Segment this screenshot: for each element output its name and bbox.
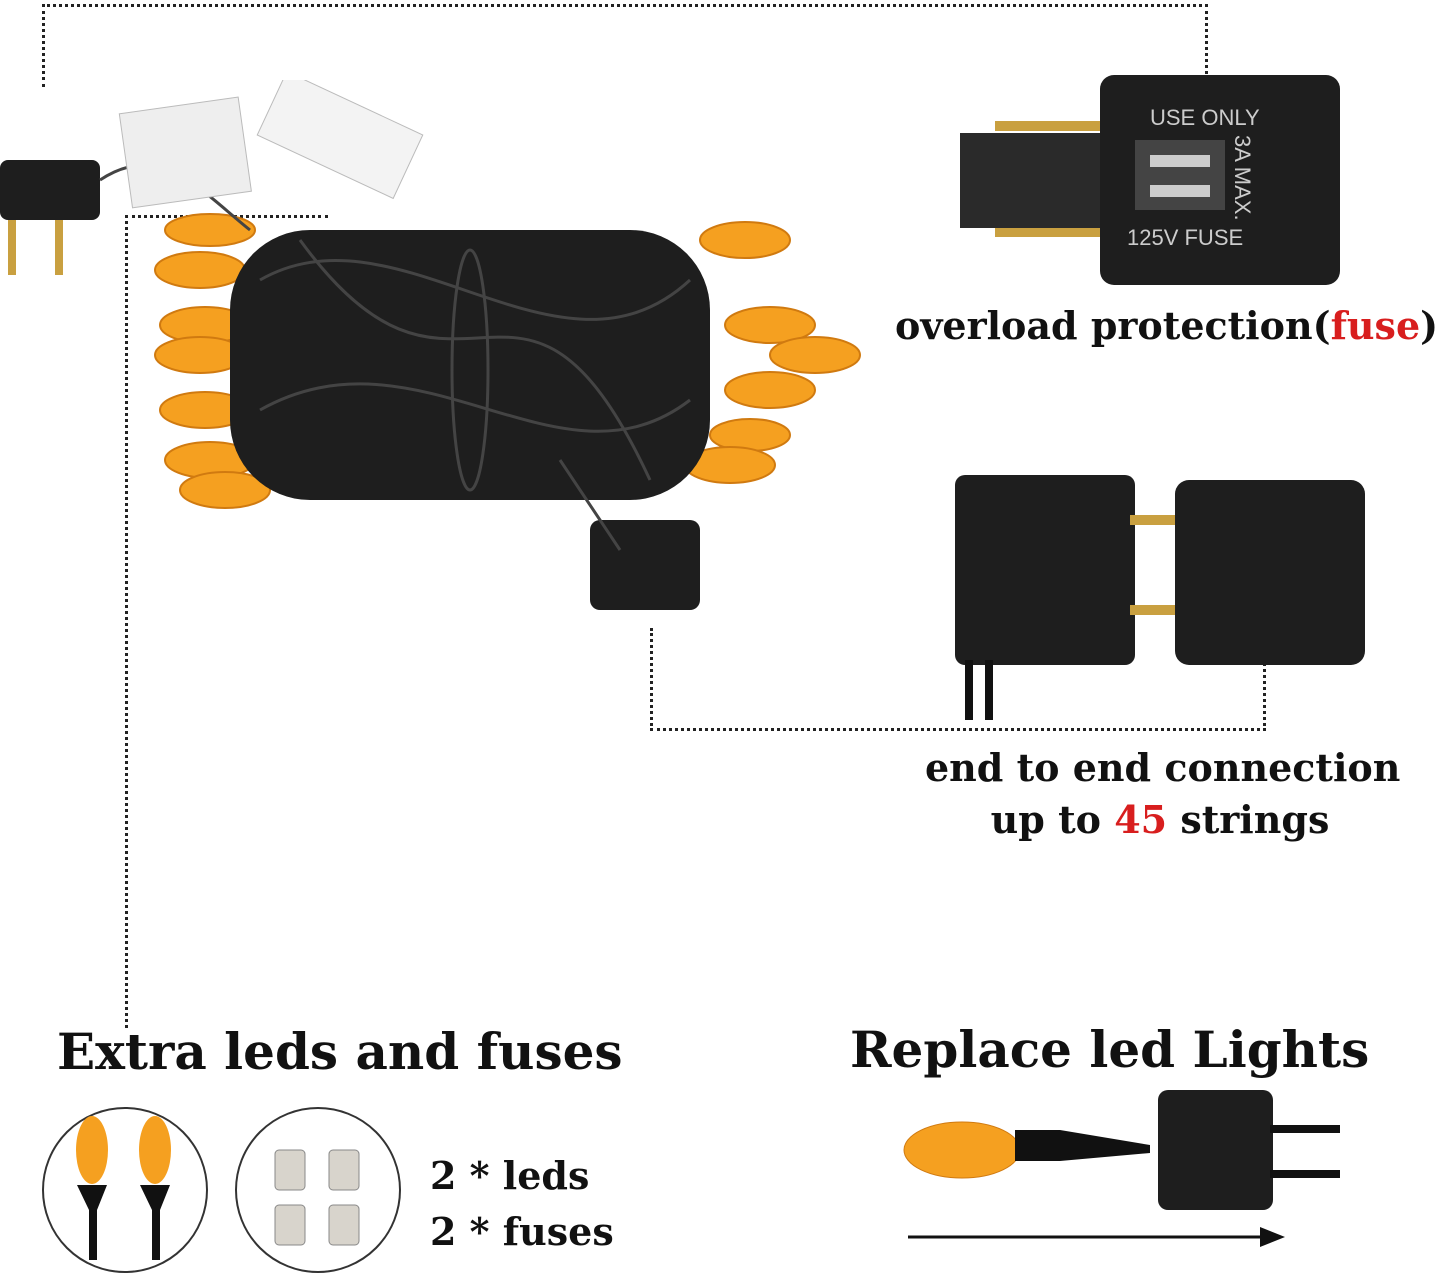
fuses-count: 2 * fuses [430, 1209, 614, 1254]
connection-line1: end to end connection [925, 745, 1401, 790]
replace-led-image [903, 1090, 1340, 1247]
callout-line-top [42, 4, 1208, 87]
callout-line-connection [650, 628, 1266, 731]
fuse-highlight: fuse [1330, 303, 1421, 348]
connection-caption: end to end connection up to 45 strings [925, 742, 1401, 846]
fuse-label-text: USE ONLY [1150, 105, 1260, 130]
overload-suffix: ) [1420, 303, 1439, 348]
replace-title: Replace led Lights [850, 1020, 1370, 1079]
spare-fuses-image [235, 1107, 401, 1273]
fuse-plug-image: USE ONLY 3A MAX. 125V FUSE [960, 75, 1340, 285]
connection-prefix: up to [990, 797, 1115, 842]
overload-text: overload protection( [895, 303, 1331, 348]
extras-title: Extra leds and fuses [57, 1022, 623, 1081]
leds-count: 2 * leds [430, 1153, 590, 1198]
arrow-right-icon [1260, 1227, 1285, 1247]
connector-image [955, 475, 1365, 720]
light-string-image [0, 80, 861, 610]
extras-counts: 2 * leds 2 * fuses [430, 1148, 614, 1260]
connection-suffix: strings [1167, 797, 1330, 842]
spare-leds-image [42, 1107, 208, 1273]
fuse-label-text-rotated: 3A MAX. [1230, 135, 1255, 221]
connection-line2: up to 45 strings [925, 794, 1395, 846]
strings-count: 45 [1114, 797, 1168, 842]
fuse-label-text-2: 125V FUSE [1127, 225, 1243, 250]
overload-caption: overload protection(fuse) [895, 303, 1438, 348]
